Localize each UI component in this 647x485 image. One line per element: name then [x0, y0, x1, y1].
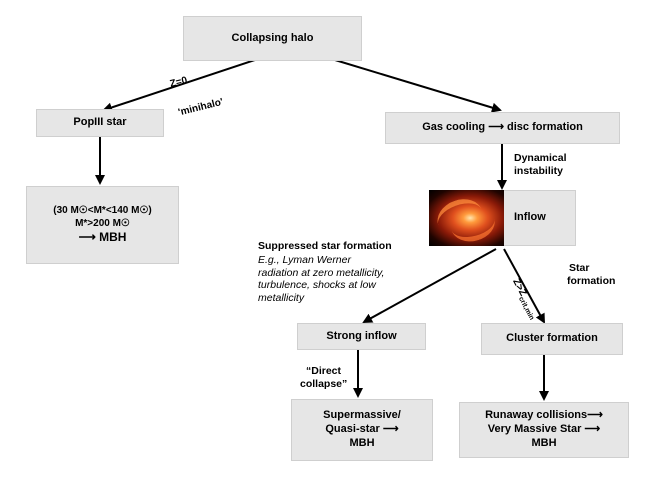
suppressed-note-line3: turbulence, shocks at low	[258, 279, 376, 292]
strong-inflow-box: Strong inflow	[297, 323, 426, 350]
arrow-halo-to-popiii	[102, 59, 256, 113]
popiii-star-label: PopIII star	[73, 116, 127, 129]
strong-inflow-label: Strong inflow	[326, 329, 397, 342]
dynamical-instability-label: Dynamical instability	[514, 152, 567, 177]
supermassive-box: Supermassive/ Quasi-star ⟶ MBH	[291, 399, 433, 461]
star-text: Star	[569, 262, 590, 274]
suppressed-note-line2: radiation at zero metallicity,	[258, 266, 385, 279]
arrow-halo-to-gas-cooling	[334, 59, 502, 113]
runaway-box: Runaway collisions⟶ Very Massive Star ⟶ …	[459, 402, 629, 458]
arrow-inflow-to-strong-inflow	[362, 248, 497, 323]
gas-cooling-box: Gas cooling ⟶ disc formation	[385, 112, 620, 144]
direct-collapse-label: “Direct collapse”	[300, 365, 347, 390]
inflow-label: Inflow	[514, 211, 546, 224]
suppressed-note: E.g., Lyman Werner radiation at zero met…	[258, 254, 384, 304]
cluster-formation-label: Cluster formation	[506, 332, 598, 345]
popiii-mbh-line2: M*>200 M☉	[75, 217, 130, 229]
supermassive-line1: Supermassive/	[323, 409, 401, 422]
runaway-line2: Very Massive Star ⟶	[487, 423, 601, 436]
supermassive-line2: Quasi-star ⟶	[325, 423, 399, 436]
star-formation-label: Star formation	[567, 262, 615, 287]
popiii-star-box: PopIII star	[36, 109, 164, 137]
suppressed-note-line1: E.g., Lyman Werner	[258, 254, 351, 266]
popiii-mbh-box: (30 M☉<M*<140 M☉) M*>200 M☉ ⟶ MBH	[26, 186, 179, 264]
direct-text: “Direct	[306, 365, 342, 377]
collapsing-halo-box: Collapsing halo	[183, 16, 362, 61]
cluster-formation-box: Cluster formation	[481, 323, 623, 355]
supermassive-line3: MBH	[349, 436, 375, 449]
formation-text: formation	[567, 274, 616, 287]
collapsing-halo-label: Collapsing halo	[231, 31, 314, 44]
gas-cooling-label: Gas cooling ⟶ disc formation	[422, 121, 583, 134]
arrow-inflow-to-cluster	[503, 248, 545, 324]
dynamical-text: Dynamical	[514, 152, 567, 164]
popiii-mbh-line1: (30 M☉<M*<140 M☉)	[53, 205, 152, 216]
suppressed-star-formation-label: Suppressed star formation	[258, 240, 392, 252]
collapse-text: collapse”	[300, 377, 348, 390]
popiii-mbh-line3: ⟶ MBH	[78, 230, 127, 244]
runaway-line1: Runaway collisions⟶	[485, 409, 603, 422]
instability-text: instability	[514, 164, 564, 177]
runaway-line3: MBH	[531, 436, 557, 449]
suppressed-note-line4: metallicity	[258, 291, 305, 304]
spiral-galaxy-image	[429, 190, 504, 246]
